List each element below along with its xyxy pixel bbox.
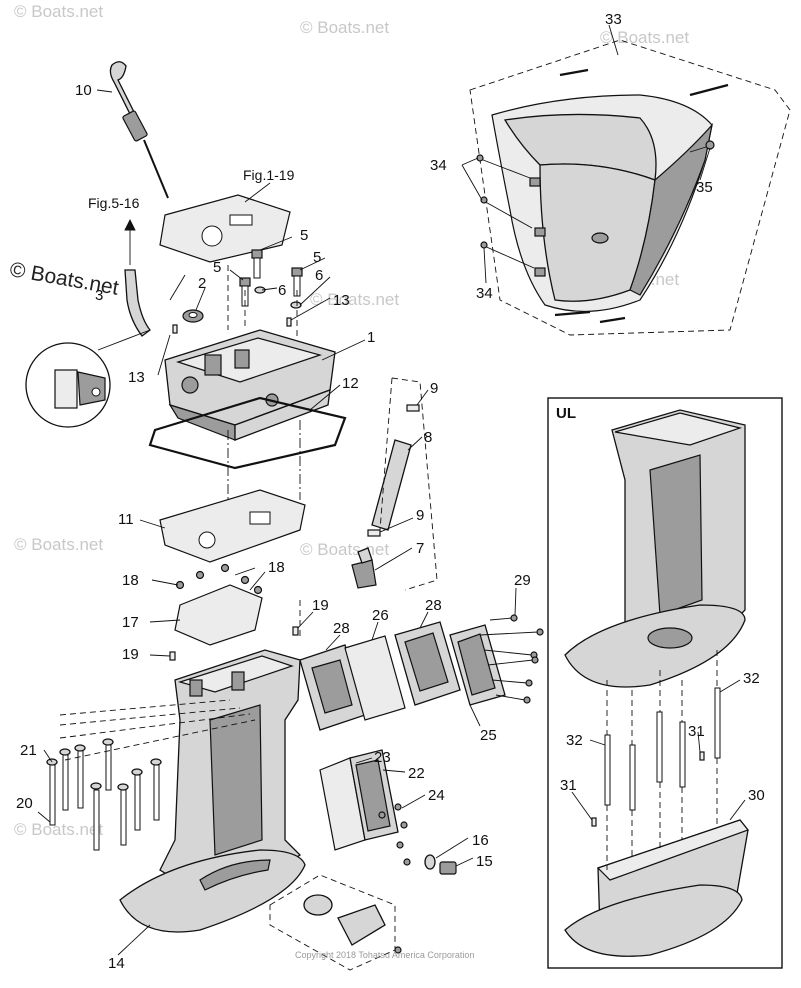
callout-label: 14 [108,955,125,972]
callout-label: 32 [743,670,760,687]
callout-label: 8 [424,429,432,446]
callout-label: 32 [566,732,583,749]
callout-label: 35 [696,179,713,196]
detail-circle [25,329,151,428]
ul-inset-title: UL [556,405,576,422]
watermark: © Boats.net [14,2,104,21]
cover-plate-part[interactable] [174,584,263,646]
ul-spacer-part[interactable] [564,819,749,957]
upper-cover-part[interactable] [469,39,791,336]
callout-label: 26 [372,607,389,624]
callout-label: 2 [198,275,206,292]
base-gasket-part[interactable] [148,396,347,470]
watermark: © Boats.net [14,820,104,839]
dipstick-part[interactable] [109,61,169,199]
callout-label: 17 [122,614,139,631]
callout-label: 24 [428,787,445,804]
bolt-part[interactable] [239,249,303,307]
washer-part[interactable] [46,738,162,791]
oil-seal-part[interactable] [182,309,204,323]
callout-label: 13 [333,292,350,309]
callout-label: 31 [688,723,705,740]
callout-label: 15 [476,853,493,870]
callout-label: 19 [122,646,139,663]
callout-label: 10 [75,82,92,99]
bolt-part[interactable] [479,614,544,704]
cover-bolt-part[interactable] [689,140,715,153]
callout-label: 23 [374,749,391,766]
callout-label: 6 [278,282,286,299]
callout-label: 5 [313,249,321,266]
callout-label: 5 [300,227,308,244]
water-fitting-part[interactable] [351,547,377,589]
oil-tube-part[interactable] [124,218,151,337]
drain-plug-part[interactable] [439,861,457,875]
gasket-part[interactable] [344,635,406,721]
washer-part[interactable] [424,854,436,870]
copyright-text: Copyright 2018 Tohatsu America Corporati… [295,950,474,960]
figure-reference: Fig.1-19 [243,167,295,183]
callout-label: 30 [748,787,765,804]
callout-label: 22 [408,765,425,782]
water-hose-part[interactable] [371,439,412,531]
lower-mount-part[interactable] [269,874,402,971]
watermark: © Boats.net [310,290,400,309]
callout-label: 33 [605,11,622,28]
washer-part[interactable] [254,286,302,309]
screw-part[interactable] [175,563,263,595]
callout-label: 16 [472,832,489,849]
callout-label: 13 [128,369,145,386]
side-plate-part[interactable] [299,621,461,731]
callout-label: 34 [476,285,493,302]
callout-label: 28 [333,620,350,637]
base-plate-gasket-part[interactable] [159,489,306,563]
callout-label: 9 [430,380,438,397]
engine-base-part[interactable] [164,329,336,441]
ul-extension-case-part[interactable] [564,409,746,688]
callout-label: 31 [560,777,577,794]
ul-stud-part[interactable] [604,687,721,811]
callout-label: 6 [315,267,323,284]
dowel-pin-part[interactable] [172,317,292,334]
callout-label: 29 [514,572,531,589]
callout-label: 11 [118,511,134,528]
hose-clamp-part[interactable] [367,404,420,537]
callout-label: 18 [122,572,139,589]
callout-label: 5 [213,259,221,276]
exhaust-gasket-part[interactable] [159,194,291,263]
watermark: © Boats.net [300,18,390,37]
callout-label: 28 [425,597,442,614]
callout-label: 3 [95,287,103,304]
callout-label: 7 [416,540,424,557]
lower-cover-part[interactable] [319,749,399,851]
figure-reference: Fig.5-16 [88,195,140,211]
grommet-part[interactable] [476,154,535,269]
callout-label: 25 [480,727,497,744]
watermark: © Boats.net [14,535,104,554]
callout-label: 19 [312,597,329,614]
callout-label: 9 [416,507,424,524]
ul-dowel-pin-part[interactable] [591,751,705,827]
side-cover-part[interactable] [449,624,506,706]
callout-label: 34 [430,157,447,174]
watermark: © Boats.net [600,28,690,47]
callout-label: 21 [20,742,37,759]
callout-label: 18 [268,559,285,576]
callout-label: 12 [342,375,359,392]
extension-case-part[interactable] [119,649,306,933]
stud-bolt-part[interactable] [49,744,160,851]
callout-label: 1 [367,329,375,346]
bolt-part[interactable] [378,803,411,866]
callout-label: 20 [16,795,33,812]
